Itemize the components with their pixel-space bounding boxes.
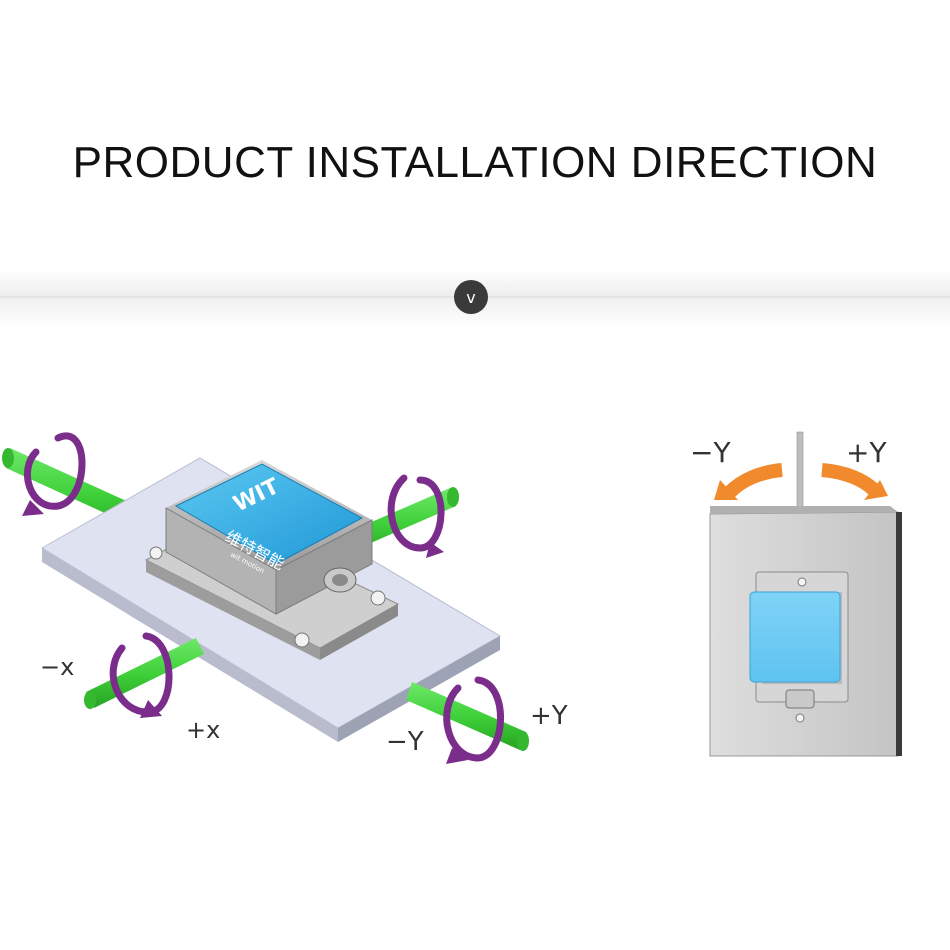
- label-neg-x: −x: [40, 653, 74, 681]
- rotation-arrow-front-right: [443, 676, 504, 764]
- mounted-sensor: [749, 571, 849, 723]
- chevron-down-icon[interactable]: v: [454, 280, 488, 314]
- label-pos-x: +x: [186, 716, 220, 744]
- chevron-glyph: v: [466, 287, 476, 307]
- rotation-arrow-front-left: [109, 632, 173, 718]
- tilt-arrow-neg-y: [714, 463, 783, 500]
- label-neg-y: −Y: [386, 727, 424, 757]
- page-title: PRODUCT INSTALLATION DIRECTION: [72, 138, 878, 187]
- label-pos-y: +Y: [530, 701, 568, 731]
- sensor-body: [165, 460, 373, 615]
- axis-rod-front-right: [406, 682, 529, 751]
- tilt-arrow-pos-y: [821, 463, 888, 500]
- label-right-pos-y: +Y: [846, 436, 887, 469]
- left-diagram: WIT 维特智能 wit motion: [2, 432, 568, 764]
- rotation-arrow-back-left: [22, 432, 86, 516]
- label-right-neg-y: −Y: [690, 436, 731, 469]
- right-diagram: −Y +Y: [690, 431, 902, 757]
- rotation-arrow-back-right: [387, 474, 445, 558]
- vertical-rod: [796, 431, 804, 517]
- axis-rod-front-left: [84, 638, 204, 709]
